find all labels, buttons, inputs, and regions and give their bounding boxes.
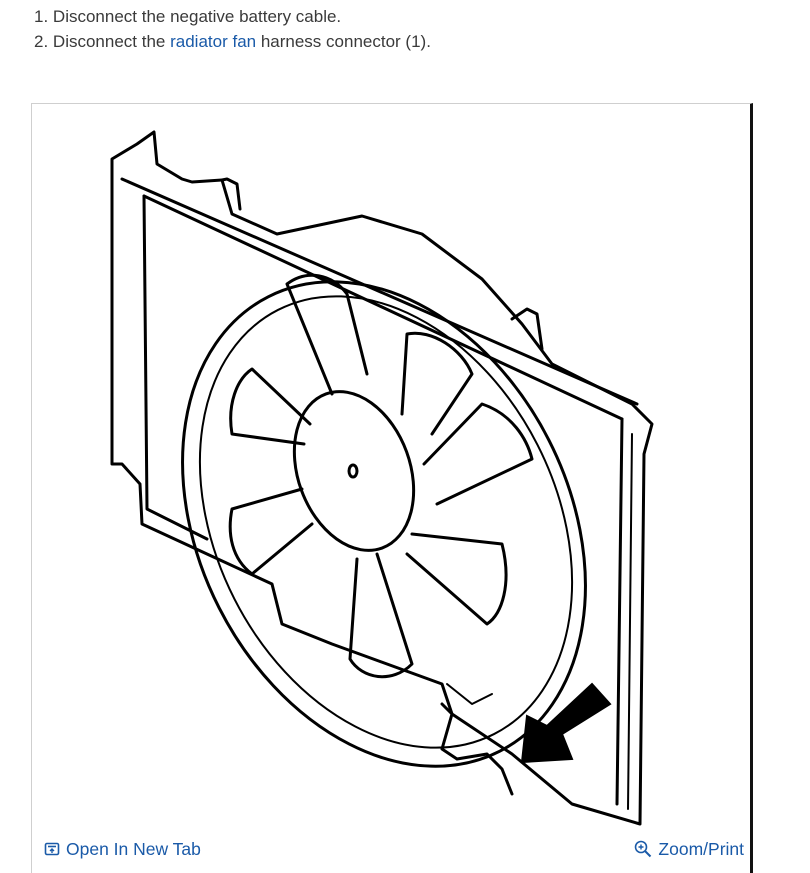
radiator-fan-illustration xyxy=(110,130,654,826)
shroud-frame xyxy=(110,130,654,826)
procedure-steps: 1. Disconnect the negative battery cable… xyxy=(34,4,431,54)
fan-ring-inner xyxy=(198,295,574,749)
open-in-new-tab-label: Open In New Tab xyxy=(66,838,201,859)
step-number: 2. xyxy=(34,32,49,51)
fan-hub xyxy=(292,390,416,552)
fan-blade xyxy=(400,331,474,436)
step-text: Disconnect the xyxy=(52,32,171,51)
fan-blade xyxy=(228,487,314,576)
step-2: 2. Disconnect the radiator fan harness c… xyxy=(34,29,431,54)
figure-toolbar: Open In New Tab Zoom/Print xyxy=(32,834,750,864)
step-number: 1. xyxy=(34,7,49,26)
open-in-new-tab-icon xyxy=(44,842,60,856)
connector-arrow-icon xyxy=(520,682,612,764)
fan-blade xyxy=(422,402,534,506)
fan-blade xyxy=(348,552,414,679)
step-1: 1. Disconnect the negative battery cable… xyxy=(34,4,431,29)
open-in-new-tab-button[interactable]: Open In New Tab xyxy=(44,839,201,860)
zoom-print-label: Zoom/Print xyxy=(658,838,744,859)
radiator-fan-link[interactable]: radiator fan xyxy=(170,32,257,51)
fan-blade xyxy=(285,273,369,396)
fan-blade xyxy=(405,532,508,626)
step-text-end: harness connector (1). xyxy=(256,32,431,51)
step-text: Disconnect the negative battery cable. xyxy=(52,7,342,26)
figure-container: Open In New Tab Zoom/Print xyxy=(31,103,753,873)
fan-blade xyxy=(229,367,312,446)
fan-ring-outer xyxy=(181,280,587,768)
zoom-print-button[interactable]: Zoom/Print xyxy=(634,839,744,860)
zoom-in-icon xyxy=(635,840,652,858)
